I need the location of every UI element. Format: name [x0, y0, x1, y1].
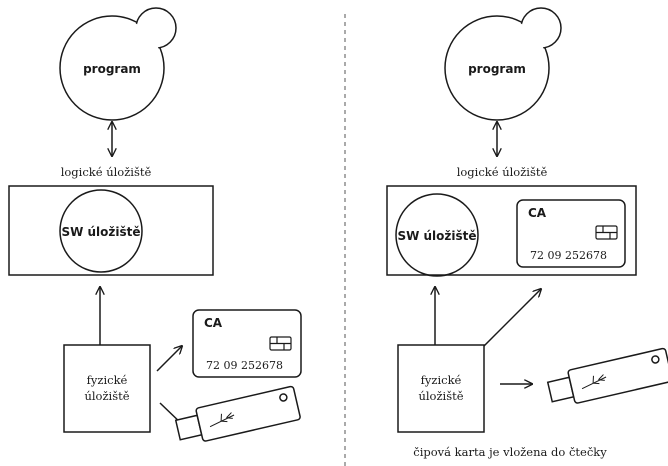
- physical-storage-box: [397, 344, 485, 433]
- card-number: 72 09 252678: [530, 249, 607, 262]
- physical-storage-label-line1: fyzické: [87, 373, 128, 387]
- physical-storage-label-line2: úložiště: [418, 389, 463, 403]
- card-title: CA: [528, 206, 547, 220]
- physical-storage-label-line2: úložiště: [84, 389, 129, 403]
- usb-token-icon: [546, 347, 668, 404]
- smartcard-chip-icon: [595, 225, 618, 240]
- logical-storage-label: logické úložiště: [457, 165, 548, 179]
- smart-card: [516, 199, 626, 268]
- arrow-icon: [483, 289, 541, 347]
- physical-storage-box: [63, 344, 151, 433]
- logical-storage-label: logické úložiště: [61, 165, 152, 179]
- logical-storage-box: [8, 185, 214, 276]
- program-label: program: [83, 62, 141, 76]
- sw-storage-circle: [395, 193, 479, 277]
- usb-token-icon: [174, 385, 301, 442]
- smart-card: [192, 309, 302, 378]
- card-number: 72 09 252678: [206, 359, 283, 372]
- card-title: CA: [204, 316, 223, 330]
- program-label: program: [468, 62, 526, 76]
- program-node: [59, 7, 177, 121]
- left-panel: [8, 7, 302, 442]
- sw-storage-label: SW úložiště: [61, 225, 140, 239]
- sw-storage-label: SW úložiště: [397, 229, 476, 243]
- smartcard-chip-icon: [269, 336, 292, 351]
- logical-storage-box: [386, 185, 637, 276]
- right-panel: [386, 7, 668, 433]
- reader-caption: čipová karta je vložena do čtečky: [413, 445, 607, 459]
- program-node: [444, 7, 562, 121]
- sw-storage-circle: [59, 189, 143, 273]
- arrow-icon: [156, 346, 182, 372]
- physical-storage-label-line1: fyzické: [421, 373, 462, 387]
